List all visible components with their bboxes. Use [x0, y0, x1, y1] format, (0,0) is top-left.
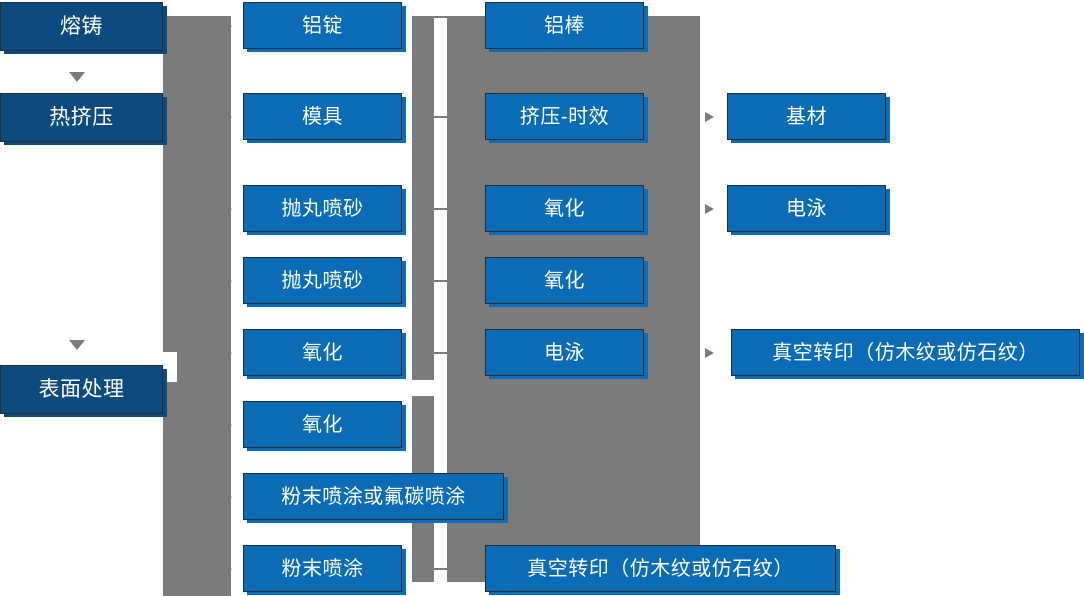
- connector-leg-4: [434, 280, 447, 282]
- arrow-to-electrophoresis-out: [705, 204, 714, 214]
- connector-surface-link: [163, 388, 179, 390]
- box-oxidation-2-label: 氧化: [302, 413, 343, 436]
- arrow-to-shot-blast-2: [221, 274, 232, 288]
- box-powder-or-fluorocarbon[interactable]: 粉末喷涂或氟碳喷涂: [243, 473, 504, 520]
- box-base-material-label: 基材: [786, 105, 827, 128]
- box-oxidation-4[interactable]: 氧化: [485, 257, 644, 304]
- box-powder-coating-label: 粉末喷涂: [281, 557, 364, 580]
- box-oxidation-1[interactable]: 氧化: [243, 329, 402, 376]
- box-shot-blast-1[interactable]: 抛丸喷砂: [243, 185, 402, 232]
- box-vacuum-transfer-out[interactable]: 真空转印（仿木纹或仿石纹）: [731, 329, 1080, 376]
- connector-stem-melt: [163, 16, 231, 30]
- box-powder-coating[interactable]: 粉末喷涂: [243, 545, 402, 592]
- box-shot-blast-2[interactable]: 抛丸喷砂: [243, 257, 402, 304]
- box-vacuum-transfer-out-label: 真空转印（仿木纹或仿石纹）: [772, 341, 1039, 364]
- box-oxidation-4-label: 氧化: [544, 269, 585, 292]
- arrow-to-base-material: [705, 112, 714, 122]
- connector-leg-1: [434, 16, 447, 18]
- box-melt-cast[interactable]: 熔铸: [0, 2, 163, 51]
- connector-leg-3: [434, 208, 447, 210]
- box-electrophoresis-label: 电泳: [544, 341, 585, 364]
- box-electrophoresis-out-label: 电泳: [786, 197, 827, 220]
- box-aluminum-bar[interactable]: 铝棒: [485, 2, 644, 49]
- box-extrusion-aging-label: 挤压-时效: [519, 105, 610, 128]
- connector-mid-bar-notch: [412, 380, 434, 396]
- arrow-to-oxidation-2: [221, 418, 232, 432]
- box-aluminum-bar-label: 铝棒: [544, 14, 585, 37]
- connector-mid-channel: [434, 16, 447, 582]
- box-mold[interactable]: 模具: [243, 93, 402, 140]
- box-shot-blast-2-label: 抛丸喷砂: [281, 269, 364, 292]
- box-vacuum-transfer-bottom-label: 真空转印（仿木纹或仿石纹）: [527, 557, 794, 580]
- arrow-to-powder-or-fluorocarbon: [221, 490, 232, 504]
- arrow-to-shot-blast-1: [221, 202, 232, 216]
- box-hot-extrusion[interactable]: 热挤压: [0, 93, 163, 142]
- arrow-melt-to-extrusion: [69, 72, 85, 82]
- box-mold-label: 模具: [302, 105, 343, 128]
- box-oxidation-1-label: 氧化: [302, 341, 343, 364]
- connector-leg-6: [434, 568, 447, 570]
- arrow-to-aluminum-ingot: [221, 19, 232, 33]
- box-oxidation-2[interactable]: 氧化: [243, 401, 402, 448]
- arrow-to-powder-coating: [221, 562, 232, 576]
- connector-leg-5: [434, 352, 447, 354]
- box-oxidation-3-label: 氧化: [544, 197, 585, 220]
- box-oxidation-3[interactable]: 氧化: [485, 185, 644, 232]
- box-vacuum-transfer-bottom[interactable]: 真空转印（仿木纹或仿石纹）: [485, 545, 836, 592]
- arrow-to-mold: [221, 110, 232, 124]
- connector-leg-2: [434, 116, 447, 118]
- box-surface-treatment-label: 表面处理: [38, 378, 125, 401]
- box-extrusion-aging[interactable]: 挤压-时效: [485, 93, 644, 140]
- arrow-to-vacuum-transfer-out: [705, 348, 714, 358]
- box-electrophoresis-out[interactable]: 电泳: [727, 185, 886, 232]
- connector-left-fan: [163, 16, 231, 582]
- box-electrophoresis[interactable]: 电泳: [485, 329, 644, 376]
- arrow-to-oxidation-1: [221, 346, 232, 360]
- box-shot-blast-1-label: 抛丸喷砂: [281, 197, 364, 220]
- box-aluminum-ingot[interactable]: 铝锭: [243, 2, 402, 49]
- box-melt-cast-label: 熔铸: [60, 15, 103, 38]
- box-base-material[interactable]: 基材: [727, 93, 886, 140]
- box-aluminum-ingot-label: 铝锭: [302, 14, 343, 37]
- box-hot-extrusion-label: 热挤压: [49, 106, 114, 129]
- box-surface-treatment[interactable]: 表面处理: [0, 365, 163, 414]
- arrow-extrusion-to-surface: [69, 340, 85, 350]
- connector-mid-bar-left: [412, 16, 434, 582]
- box-powder-or-fluorocarbon-label: 粉末喷涂或氟碳喷涂: [281, 485, 466, 508]
